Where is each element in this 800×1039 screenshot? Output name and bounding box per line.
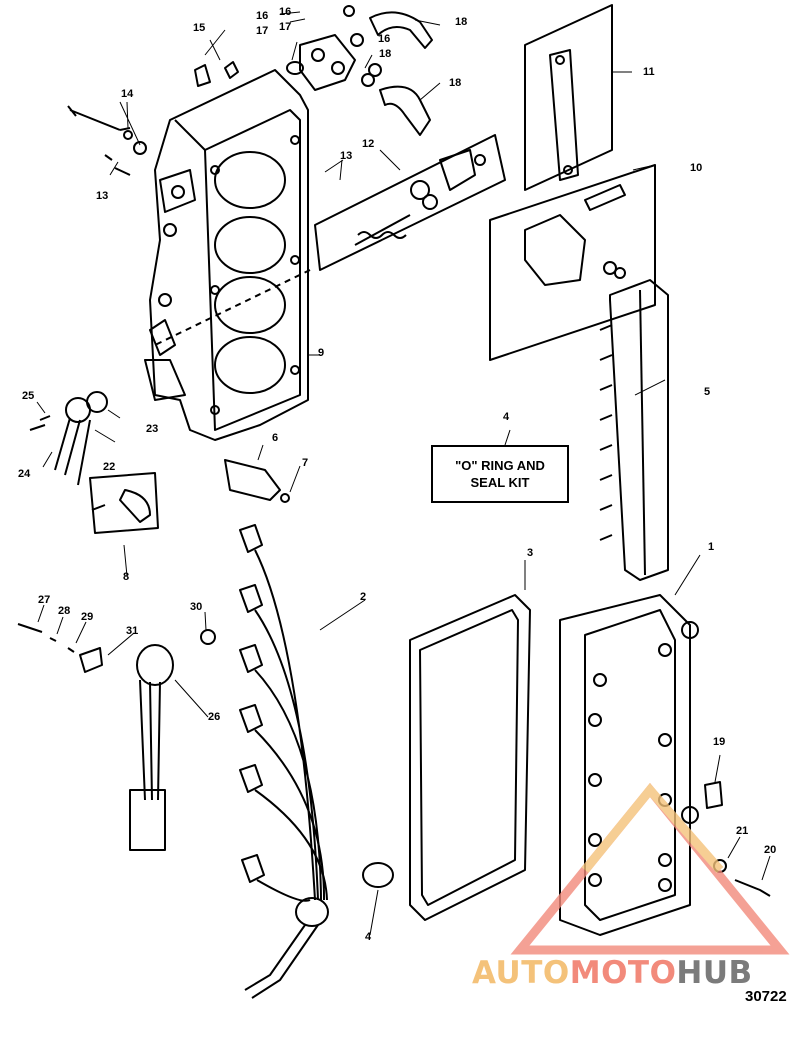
callout-29: 29 (81, 611, 94, 623)
sensor-22 (29, 391, 108, 486)
oring-seal-kit-label: "O" RING AND SEAL KIT (431, 445, 569, 503)
figure-number: 30722 (745, 988, 787, 1005)
callout-3: 3 (527, 547, 534, 559)
bolt-20 (734, 879, 771, 897)
watermark-part3: HUB (676, 955, 753, 991)
callout-22: 22 (103, 461, 116, 473)
bracket-panel-11 (524, 4, 613, 191)
watermark-logo: AUTOMOTOHUB (472, 955, 753, 991)
bolt-13 (104, 154, 131, 176)
callout-13: 13 (340, 150, 353, 162)
callout-28: 28 (58, 605, 71, 617)
fuel-rail-5 (599, 279, 669, 581)
plate-panel-8 (89, 472, 159, 534)
kit-label-line1: "O" RING AND (455, 458, 545, 473)
callout-12: 12 (362, 138, 375, 150)
callout-30: 30 (190, 601, 203, 613)
watermark-part2: MOTO (569, 955, 677, 991)
callout-13: 13 (96, 190, 109, 202)
sensor-6 (224, 459, 290, 503)
callout-4: 4 (365, 931, 372, 943)
callout-5: 5 (704, 386, 711, 398)
callout-17: 17 (279, 21, 292, 33)
callout-15: 15 (193, 22, 206, 34)
gasket-3 (409, 594, 531, 921)
callout-26: 26 (208, 711, 221, 723)
callout-8: 8 (123, 571, 130, 583)
callout-31: 31 (126, 625, 139, 637)
cover-1 (559, 594, 699, 936)
callout-17: 17 (256, 25, 269, 37)
bolt-14 (67, 105, 131, 131)
callout-16: 16 (256, 10, 269, 22)
callout-23: 23 (146, 423, 159, 435)
callout-9: 9 (318, 347, 325, 359)
callout-4: 4 (503, 411, 510, 423)
callout-27: 27 (38, 594, 51, 606)
callout-18: 18 (455, 16, 468, 28)
callout-10: 10 (690, 162, 703, 174)
manifold-housing-9 (144, 69, 309, 441)
callout-7: 7 (302, 457, 309, 469)
tps-26 (17, 623, 216, 851)
watermark-triangle (510, 782, 790, 955)
callout-18: 18 (379, 48, 392, 60)
watermark-part1: AUTO (472, 955, 570, 991)
wire-harness-2 (239, 524, 394, 999)
spacer-19 (704, 781, 723, 809)
valve-panel-10 (489, 164, 656, 361)
callout-25: 25 (22, 390, 35, 402)
callout-21: 21 (736, 825, 749, 837)
callout-1: 1 (708, 541, 715, 553)
callout-16: 16 (378, 33, 391, 45)
kit-label-line2: SEAL KIT (470, 475, 530, 490)
callout-18: 18 (449, 77, 462, 89)
throttle-linkage-12 (154, 134, 506, 346)
callout-24: 24 (18, 468, 31, 480)
hose-fitting-16-18 (286, 5, 433, 136)
callout-11: 11 (643, 66, 655, 78)
callout-6: 6 (272, 432, 279, 444)
callout-19: 19 (713, 736, 726, 748)
callout-2: 2 (360, 591, 367, 603)
callout-20: 20 (764, 844, 777, 856)
callout-16: 16 (279, 6, 292, 18)
callout-14: 14 (121, 88, 134, 100)
